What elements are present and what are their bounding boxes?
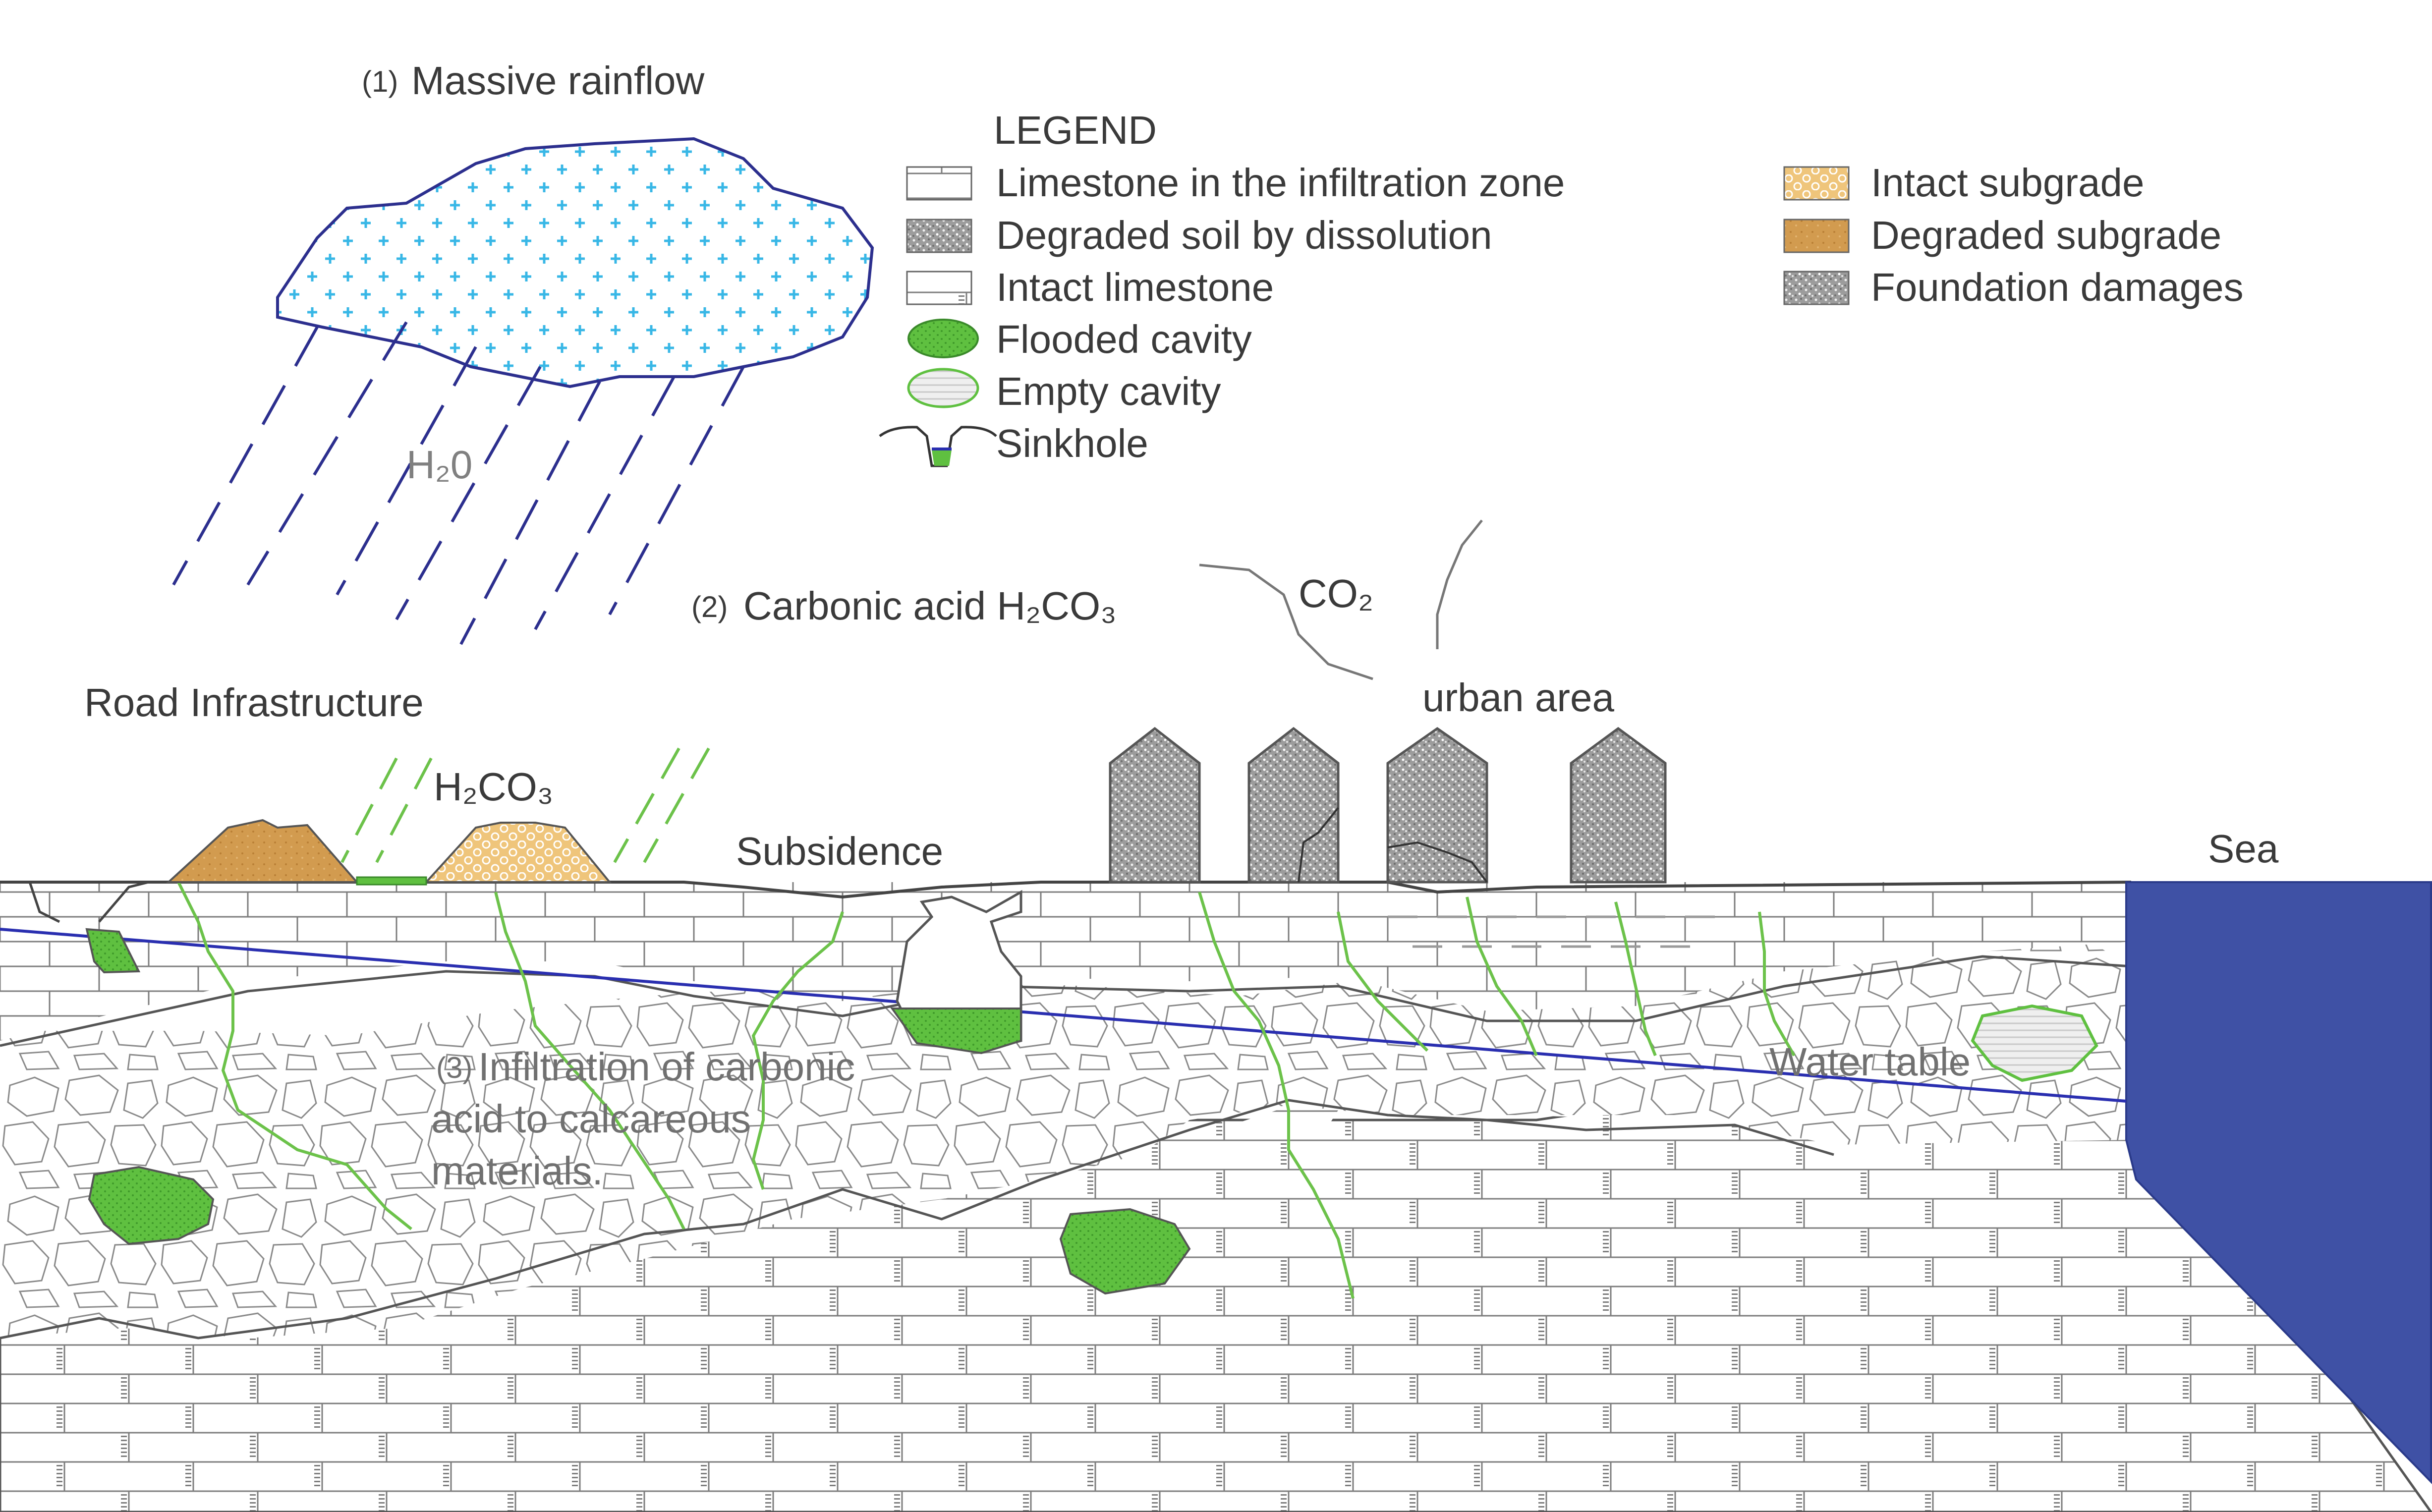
buildings [1109, 727, 1667, 884]
legend-swatch-intact-limestone [906, 271, 972, 305]
infiltration-line3: materials. [431, 1149, 603, 1193]
legend-item: Degraded subgrade [1871, 213, 2221, 257]
legend-swatch-foundation-damages [1783, 271, 1850, 305]
building [1109, 727, 1201, 884]
dashed-collapse [1388, 915, 1735, 948]
building-cracked [1386, 727, 1488, 884]
intact-subgrade [424, 822, 612, 883]
surface-step [0, 881, 149, 923]
limestone-infiltration-zone [0, 882, 2131, 1041]
h2o-label: H₂0 [406, 443, 472, 487]
infiltration-number: (3) [436, 1051, 472, 1084]
legend-item: Flooded cavity [996, 317, 1252, 361]
rainfall-label: Massive rainflow [411, 58, 705, 103]
legend-item: Intact limestone [996, 265, 1274, 309]
legend-item: Limestone in the infiltration zone [996, 161, 1565, 205]
building-cracked [1247, 727, 1340, 884]
flooded-cavity [88, 1166, 215, 1245]
building [1570, 727, 1667, 884]
degraded-subgrade [166, 819, 359, 883]
legend-item: Sinkhole [996, 421, 1148, 465]
sinkhole-flooded-part [890, 1008, 1022, 1055]
flooded-cavity [1059, 1208, 1191, 1295]
legend-swatch-flooded-cavity [907, 319, 979, 358]
rainfall-number: (1) [362, 65, 398, 98]
legend-item: Intact subgrade [1871, 161, 2144, 205]
legend-swatch-empty-cavity [907, 368, 979, 408]
water-table-label: Water table [1769, 1040, 1971, 1084]
legend-swatch-degraded-subgrade [1783, 219, 1850, 253]
co2-wisp [1436, 519, 1483, 649]
carbonic-acid-rain-on-road [340, 747, 710, 863]
road-pavement [356, 876, 427, 886]
legend-swatch-intact-subgrade [1783, 166, 1850, 201]
subsidence-label: Subsidence [736, 829, 943, 873]
flooded-cavity [85, 928, 141, 974]
co2-wisp [1199, 563, 1373, 680]
sea [2125, 881, 2432, 1484]
cloud [276, 137, 874, 389]
legend-title: LEGEND [994, 108, 1157, 152]
rubble-bottom-boundary [0, 1099, 1834, 1340]
rubble-zone [0, 937, 2131, 1338]
infiltration-line2: acid to calcareous [431, 1097, 751, 1141]
road-infrastructure-label: Road Infrastructure [84, 680, 424, 725]
empty-cavity [1971, 1004, 2098, 1082]
rubble-top-boundary [0, 955, 2132, 1047]
co2-label: CO₂ [1299, 571, 1373, 616]
legend-item: Degraded soil by dissolution [996, 213, 1492, 257]
legend-item: Foundation damages [1871, 265, 2244, 309]
infiltration-line1: Infiltration of carbonic [478, 1045, 855, 1089]
carbonic-label: Carbonic acid H₂CO₃ [743, 584, 1117, 628]
legend-item: Empty cavity [996, 369, 1221, 413]
rain [172, 321, 745, 645]
legend: LEGEND Limestone in the infiltration zon… [879, 108, 2244, 467]
carbonic-number: (2) [691, 590, 728, 623]
sea-label: Sea [2208, 827, 2279, 871]
green-fractures [177, 881, 1796, 1299]
water-table-line [0, 928, 2127, 1103]
h2co3-road-label: H₂CO₃ [434, 765, 553, 809]
legend-swatch-limestone-infiltration [906, 166, 972, 201]
legend-swatch-degraded-soil [906, 219, 972, 253]
legend-swatch-sinkhole [879, 426, 997, 467]
urban-area-label: urban area [1422, 675, 1614, 720]
